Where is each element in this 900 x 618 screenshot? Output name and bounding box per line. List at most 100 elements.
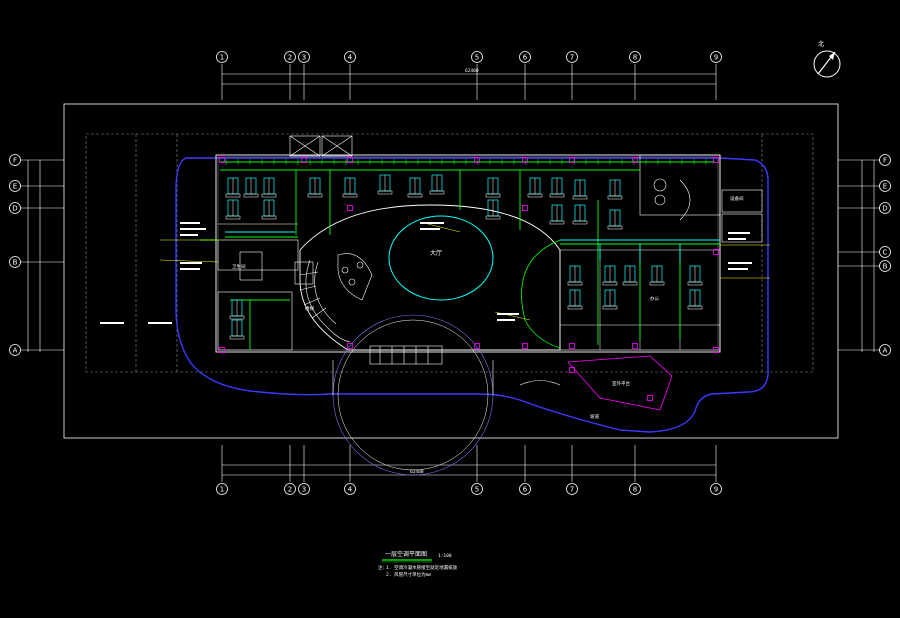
- grid-bubble-left-F: F: [9, 154, 21, 166]
- svg-text:B: B: [13, 258, 18, 266]
- column-marker: [522, 205, 528, 211]
- grid-bubble-bottom-3: 3: [298, 483, 310, 495]
- svg-text:7: 7: [570, 485, 574, 493]
- air-ducts: [200, 159, 720, 350]
- svg-text:A: A: [13, 346, 18, 354]
- column-marker: [632, 343, 638, 349]
- svg-text:9: 9: [714, 53, 718, 61]
- left-rooms: [217, 223, 314, 351]
- svg-text:F: F: [883, 156, 887, 164]
- grid-bubble-left-A: A: [9, 344, 21, 356]
- svg-text:1: 1: [220, 485, 224, 493]
- fan-coil-unit: [602, 289, 618, 310]
- fan-coil-unit: [229, 319, 245, 340]
- svg-text:6: 6: [523, 53, 528, 61]
- svg-text:D: D: [882, 204, 887, 212]
- grid-bubble-top-6: 6: [519, 51, 531, 63]
- svg-text:6: 6: [523, 485, 528, 493]
- svg-text:4: 4: [348, 53, 353, 61]
- north-arrow: 北: [813, 40, 841, 78]
- svg-text:4: 4: [348, 485, 353, 493]
- grid-bubbles-right: F E D CB A: [879, 154, 891, 356]
- svg-text:C: C: [883, 248, 888, 256]
- north-label: 北: [818, 40, 824, 48]
- svg-text:5: 5: [475, 485, 479, 493]
- outdoor-terrace: [567, 355, 673, 411]
- drawing-title: 一层空调平面图: [385, 550, 427, 558]
- fan-coil-unit: [622, 265, 638, 286]
- fan-coil-unit: [377, 174, 393, 195]
- grid-bubble-bottom-4: 4: [344, 483, 356, 495]
- column-marker: [632, 157, 638, 163]
- fan-coil-unit: [527, 177, 543, 198]
- annotation-leaders: [159, 221, 770, 321]
- grid-bubble-top-8: 8: [629, 51, 641, 63]
- grid-bubble-bottom-1: 1: [216, 483, 228, 495]
- fan-coil-unit: [549, 204, 565, 225]
- grid-bubble-right-C: C: [879, 246, 891, 258]
- fan-coil-unit: [407, 177, 423, 198]
- svg-text:B: B: [883, 262, 888, 270]
- hall-ellipse-cyan: [388, 215, 494, 301]
- fan-coil-unit: [687, 265, 703, 286]
- right-curve-room: [521, 239, 561, 349]
- fan-coil-unit: [485, 199, 501, 220]
- title-block: 一层空调平面图 1:100 注： 1. 空调冷凝水管接至就近地漏排放 2. 风管…: [378, 550, 458, 578]
- svg-text:E: E: [883, 182, 887, 190]
- left-dimensions: [20, 159, 64, 352]
- column-marker: [347, 205, 353, 211]
- fan-coil-unit: [572, 179, 588, 200]
- entry-steps: [369, 345, 443, 365]
- fan-coil-unit: [687, 289, 703, 310]
- fan-coil-unit: [485, 177, 501, 198]
- column-marker: [569, 367, 575, 373]
- fan-coil-unit: [342, 177, 358, 198]
- column-marker: [569, 157, 575, 163]
- grid-bubble-bottom-7: 7: [566, 483, 578, 495]
- equipment-label: 设备间: [730, 195, 744, 202]
- fan-coil-unit: [602, 265, 618, 286]
- grid-bubble-top-5: 5: [471, 51, 483, 63]
- hall-curve: [299, 204, 561, 351]
- building-outline-blue: [175, 157, 769, 433]
- svg-text:9: 9: [714, 485, 718, 493]
- hall-furniture: [337, 253, 373, 301]
- inner-dashed-boundary: [85, 133, 814, 373]
- total-dimension-bottom: 62400: [410, 469, 424, 475]
- grid-bubble-right-D: D: [879, 202, 891, 214]
- grid-bubble-right-E: E: [879, 180, 891, 192]
- column-marker: [522, 157, 528, 163]
- grid-bubble-bottom-5: 5: [471, 483, 483, 495]
- column-marker: [713, 249, 719, 255]
- equipment-shafts: [289, 135, 353, 157]
- fan-coil-unit: [429, 174, 445, 195]
- fan-coil-unit: [307, 177, 323, 198]
- svg-text:3: 3: [302, 485, 306, 493]
- wc-label: 卫生间: [232, 263, 246, 270]
- office-label: 办公: [650, 295, 659, 302]
- grid-bubble-bottom-9: 9: [710, 483, 722, 495]
- column-marker: [347, 343, 353, 349]
- fan-coil-unit: [572, 204, 588, 225]
- svg-text:8: 8: [633, 53, 637, 61]
- fan-coil-unit: [225, 199, 241, 220]
- grid-bubble-bottom-8: 8: [629, 483, 641, 495]
- grid-bubble-right-A: A: [879, 344, 891, 356]
- grid-bubble-top-1: 1: [216, 51, 228, 63]
- fan-coil-unit: [261, 177, 277, 198]
- fan-coil-unit: [567, 289, 583, 310]
- ac-units: [225, 174, 720, 340]
- column-marker: [522, 343, 528, 349]
- note-1: 1. 空调冷凝水管接至就近地漏排放: [386, 564, 458, 571]
- grid-bubble-top-7: 7: [566, 51, 578, 63]
- site-boundary: [63, 103, 839, 439]
- hall-label: 大厅: [430, 249, 442, 257]
- grid-bubble-top-3: 3: [298, 51, 310, 63]
- fan-coil-unit: [649, 265, 665, 286]
- svg-text:2: 2: [288, 485, 292, 493]
- column-marker: [219, 347, 225, 353]
- svg-text:3: 3: [302, 53, 306, 61]
- grid-bubble-left-B: B: [9, 256, 21, 268]
